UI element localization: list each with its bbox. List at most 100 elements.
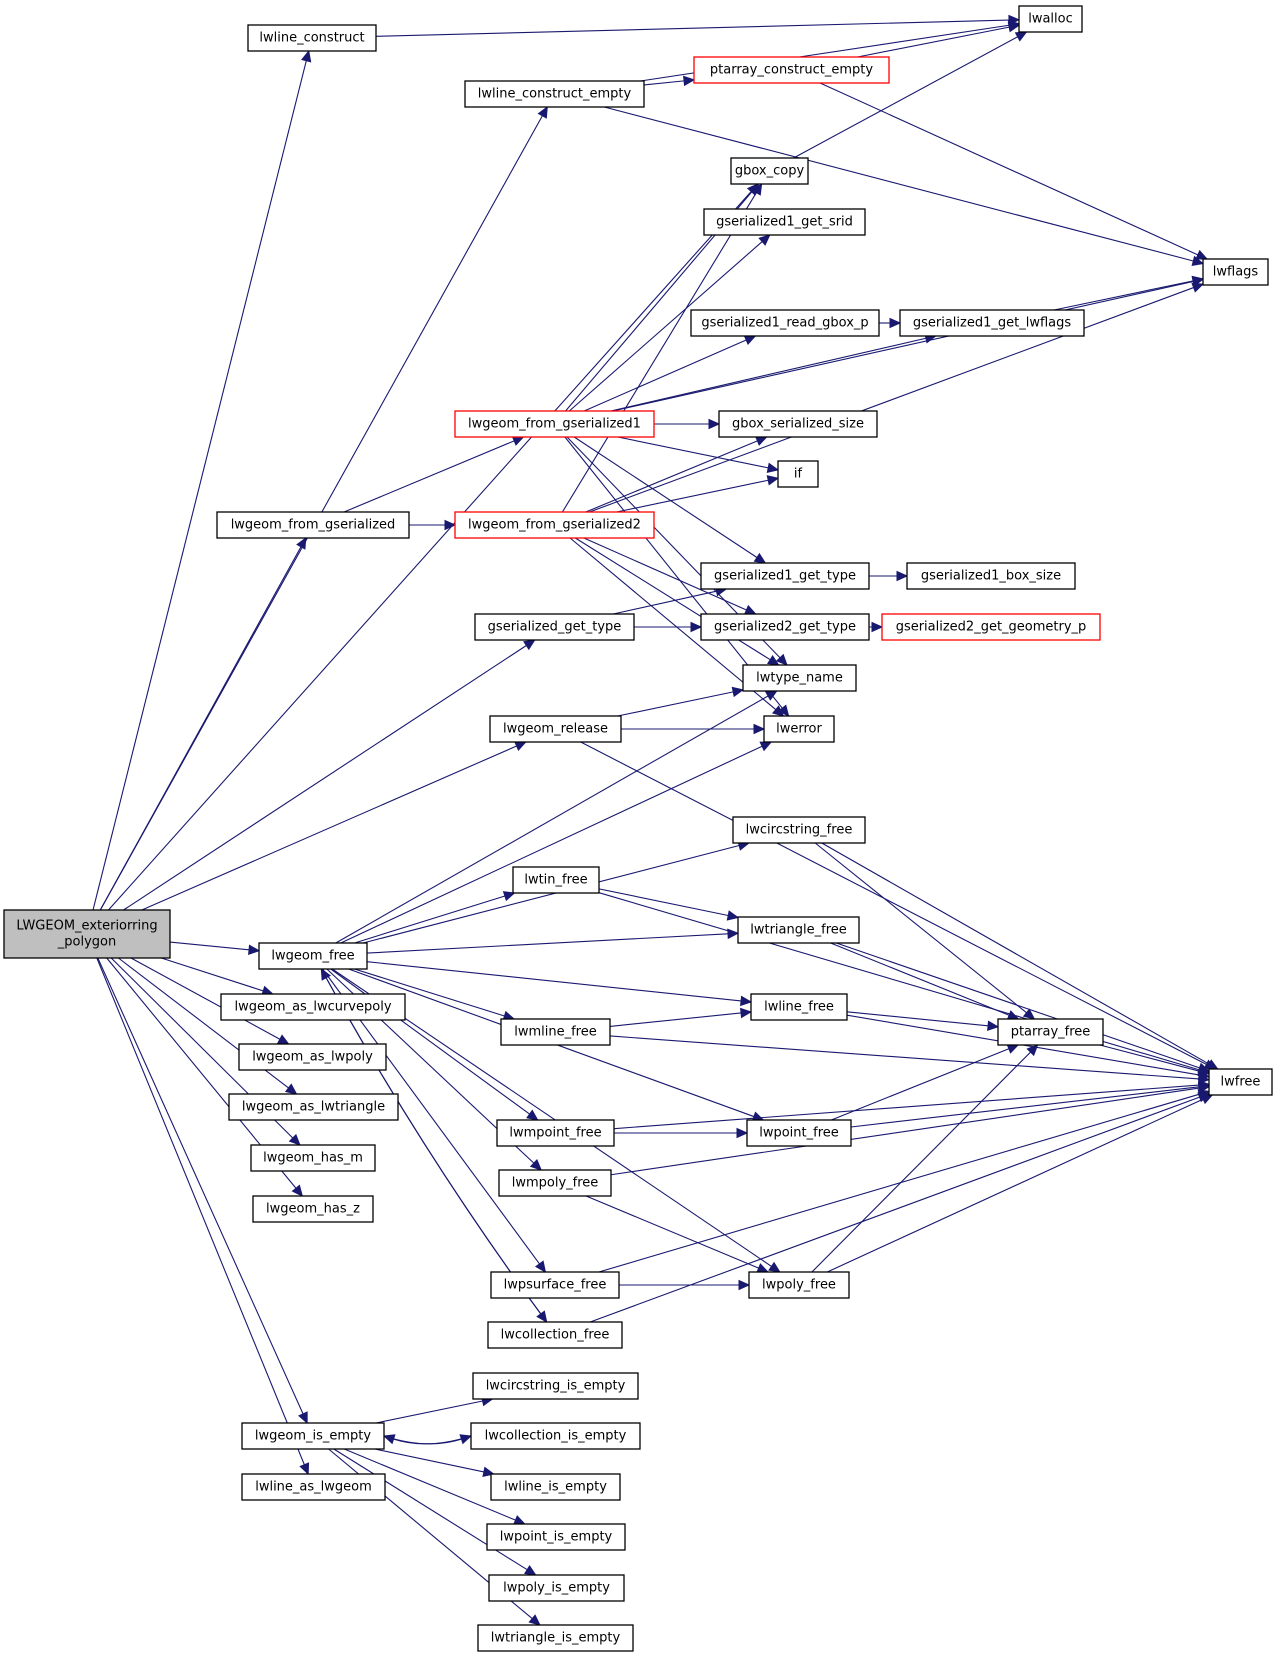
node-lwcollection-free[interactable]: lwcollection_free (487, 1321, 623, 1349)
node-box[interactable] (512, 866, 600, 894)
node-box[interactable] (489, 715, 622, 743)
node-box[interactable] (247, 24, 377, 52)
node-lwfree[interactable]: lwfree (1208, 1068, 1273, 1096)
node-box[interactable] (488, 1574, 625, 1602)
node-box[interactable] (477, 1624, 634, 1652)
node-box[interactable] (490, 1473, 621, 1501)
node-box[interactable] (732, 816, 866, 844)
node-lwmpoint-free[interactable]: lwmpoint_free (496, 1119, 615, 1147)
node-lwpsurface-free[interactable]: lwpsurface_free (490, 1271, 620, 1299)
node-box[interactable] (997, 1018, 1104, 1046)
node-lwline-is-empty[interactable]: lwline_is_empty (490, 1473, 621, 1501)
node-lwtype-name[interactable]: lwtype_name (742, 664, 857, 692)
node-box[interactable] (703, 208, 866, 236)
node-gbox-copy[interactable]: gbox_copy (730, 157, 809, 185)
node-box[interactable] (228, 1093, 399, 1121)
node-box[interactable] (250, 1144, 376, 1172)
node-box[interactable] (737, 916, 860, 944)
node-lwline-construct[interactable]: lwline_construct (247, 24, 377, 52)
node-lwgeom-from-gserialized2[interactable]: lwgeom_from_gserialized2 (454, 511, 655, 539)
node-ptarray-free[interactable]: ptarray_free (997, 1018, 1104, 1046)
node-lwgeom-from-gserialized[interactable]: lwgeom_from_gserialized (216, 511, 410, 539)
node-gserialized-get-type[interactable]: gserialized_get_type (474, 613, 635, 641)
node-box[interactable] (464, 80, 645, 108)
node-box[interactable] (906, 562, 1076, 590)
node-box[interactable] (3, 909, 171, 959)
node-box[interactable] (258, 942, 368, 970)
node-box[interactable] (486, 1523, 626, 1551)
node-box[interactable] (899, 309, 1085, 337)
node-box[interactable] (1018, 5, 1083, 33)
node-gserialized2-get-geometry-p[interactable]: gserialized2_get_geometry_p (881, 613, 1101, 641)
node-box[interactable] (216, 511, 410, 539)
node-lwtin-free[interactable]: lwtin_free (512, 866, 600, 894)
node-box[interactable] (238, 1043, 387, 1071)
node-lwpoint-is-empty[interactable]: lwpoint_is_empty (486, 1523, 626, 1551)
node-lwline-free[interactable]: lwline_free (750, 993, 848, 1021)
node-lwgeom-release[interactable]: lwgeom_release (489, 715, 622, 743)
node-lwline-as-lwgeom[interactable]: lwline_as_lwgeom (241, 1473, 386, 1501)
node-box[interactable] (472, 1372, 639, 1400)
node-box[interactable] (454, 511, 655, 539)
node-box[interactable] (454, 410, 655, 438)
node-lwtriangle-is-empty[interactable]: lwtriangle_is_empty (477, 1624, 634, 1652)
node-box[interactable] (718, 410, 878, 438)
node-root[interactable]: LWGEOM_exteriorring_polygon (3, 909, 171, 959)
node-lwpoly-free[interactable]: lwpoly_free (748, 1271, 850, 1299)
node-box[interactable] (496, 1119, 615, 1147)
node-lwline-construct-empty[interactable]: lwline_construct_empty (464, 80, 645, 108)
node-gbox-serialized-size[interactable]: gbox_serialized_size (718, 410, 878, 438)
node-lwgeom-as-lwcurvepoly[interactable]: lwgeom_as_lwcurvepoly (220, 993, 406, 1021)
node-box[interactable] (730, 157, 809, 185)
node-gserialized2-get-type[interactable]: gserialized2_get_type (700, 613, 870, 641)
node-box[interactable] (777, 460, 819, 488)
node-lwmline-free[interactable]: lwmline_free (500, 1018, 611, 1046)
node-gserialized1-get-srid[interactable]: gserialized1_get_srid (703, 208, 866, 236)
node-lwerror[interactable]: lwerror (763, 715, 835, 743)
node-box[interactable] (500, 1018, 611, 1046)
node-lwcircstring-is-empty[interactable]: lwcircstring_is_empty (472, 1372, 639, 1400)
node-gserialized1-get-lwflags[interactable]: gserialized1_get_lwflags (899, 309, 1085, 337)
node-box[interactable] (490, 1271, 620, 1299)
node-box[interactable] (487, 1321, 623, 1349)
node-lwgeom-has-m[interactable]: lwgeom_has_m (250, 1144, 376, 1172)
node-box[interactable] (700, 613, 870, 641)
node-box[interactable] (763, 715, 835, 743)
node-lwpoint-free[interactable]: lwpoint_free (746, 1119, 852, 1147)
node-box[interactable] (750, 993, 848, 1021)
node-lwgeom-from-gserialized1[interactable]: lwgeom_from_gserialized1 (454, 410, 655, 438)
node-box[interactable] (220, 993, 406, 1021)
node-box[interactable] (241, 1473, 386, 1501)
node-gserialized1-get-type[interactable]: gserialized1_get_type (700, 562, 870, 590)
node-box[interactable] (252, 1195, 374, 1223)
node-lwcollection-is-empty[interactable]: lwcollection_is_empty (470, 1422, 641, 1450)
node-box[interactable] (498, 1169, 612, 1197)
node-box[interactable] (881, 613, 1101, 641)
node-box[interactable] (241, 1422, 385, 1450)
node-box[interactable] (746, 1119, 852, 1147)
node-gserialized1-read-gbox-p[interactable]: gserialized1_read_gbox_p (690, 309, 880, 337)
node-box[interactable] (470, 1422, 641, 1450)
node-lwgeom-free[interactable]: lwgeom_free (258, 942, 368, 970)
node-lwcircstring-free[interactable]: lwcircstring_free (732, 816, 866, 844)
node-box[interactable] (690, 309, 880, 337)
node-box[interactable] (1202, 258, 1269, 286)
node-lwtriangle-free[interactable]: lwtriangle_free (737, 916, 860, 944)
node-gserialized1-box-size[interactable]: gserialized1_box_size (906, 562, 1076, 590)
node-lwflags[interactable]: lwflags (1202, 258, 1269, 286)
node-lwgeom-as-lwpoly[interactable]: lwgeom_as_lwpoly (238, 1043, 387, 1071)
node-box[interactable] (700, 562, 870, 590)
node-lwgeom-is-empty[interactable]: lwgeom_is_empty (241, 1422, 385, 1450)
node-lwalloc[interactable]: lwalloc (1018, 5, 1083, 33)
node-lwgeom-has-z[interactable]: lwgeom_has_z (252, 1195, 374, 1223)
node-ptarray-construct-empty[interactable]: ptarray_construct_empty (693, 56, 890, 84)
node-box[interactable] (748, 1271, 850, 1299)
node-box[interactable] (474, 613, 635, 641)
node-box[interactable] (742, 664, 857, 692)
node-lwgeom-as-lwtriangle[interactable]: lwgeom_as_lwtriangle (228, 1093, 399, 1121)
node-lwpoly-is-empty[interactable]: lwpoly_is_empty (488, 1574, 625, 1602)
node-box[interactable] (1208, 1068, 1273, 1096)
node-lwmpoly-free[interactable]: lwmpoly_free (498, 1169, 612, 1197)
node-box[interactable] (693, 56, 890, 84)
node-if[interactable]: if (777, 460, 819, 488)
